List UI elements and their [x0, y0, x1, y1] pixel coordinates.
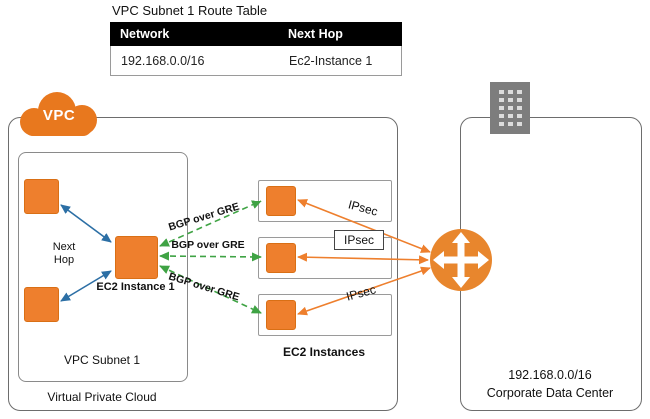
- ec2-instance-1-label: EC2 Instance 1: [96, 281, 175, 293]
- virtual-private-cloud-label: Virtual Private Cloud: [47, 390, 157, 404]
- route-table-header-next-hop: Next Hop: [288, 27, 343, 41]
- route-table-cell-next-hop: Ec2-Instance 1: [289, 53, 373, 68]
- ec2-instance-icon-1: [266, 186, 296, 216]
- vpc-badge-label: VPC: [42, 107, 76, 124]
- instance-icon-top: [24, 179, 59, 214]
- next-hop-line2: Hop: [53, 254, 75, 266]
- ec2-instance-1-icon: [115, 236, 158, 279]
- vpc-cloud-icon: VPC: [12, 90, 106, 140]
- ipsec-label-2: IPsec: [334, 230, 385, 250]
- ec2-instance-icon-3: [266, 300, 296, 330]
- route-table-cell-network: 192.168.0.0/16: [121, 53, 205, 68]
- ec2-instance-icon-2: [266, 243, 296, 273]
- route-table-row: 192.168.0.0/16 Ec2-Instance 1: [110, 46, 402, 76]
- next-hop-label: Next Hop: [42, 241, 86, 267]
- ec2-instances-label: EC2 Instances: [282, 345, 366, 359]
- datacenter-name-label: Corporate Data Center: [486, 386, 614, 400]
- vpc-subnet-label: VPC Subnet 1: [63, 353, 141, 367]
- router-icon: [429, 228, 493, 297]
- bgp-over-gre-label-2: BGP over GRE: [171, 239, 245, 251]
- next-hop-line1: Next: [52, 241, 76, 253]
- building-icon: [490, 82, 530, 139]
- route-table: Network Next Hop 192.168.0.0/16 Ec2-Inst…: [110, 22, 402, 76]
- cloud-shape: [20, 92, 97, 136]
- route-table-title: VPC Subnet 1 Route Table: [112, 3, 268, 18]
- route-table-header-network: Network: [120, 27, 170, 41]
- ec2-instance-box-3: [258, 294, 392, 336]
- instance-icon-bottom: [24, 287, 59, 322]
- datacenter-cidr-label: 192.168.0.0/16: [508, 368, 592, 382]
- route-table-header-row: Network Next Hop: [110, 22, 402, 46]
